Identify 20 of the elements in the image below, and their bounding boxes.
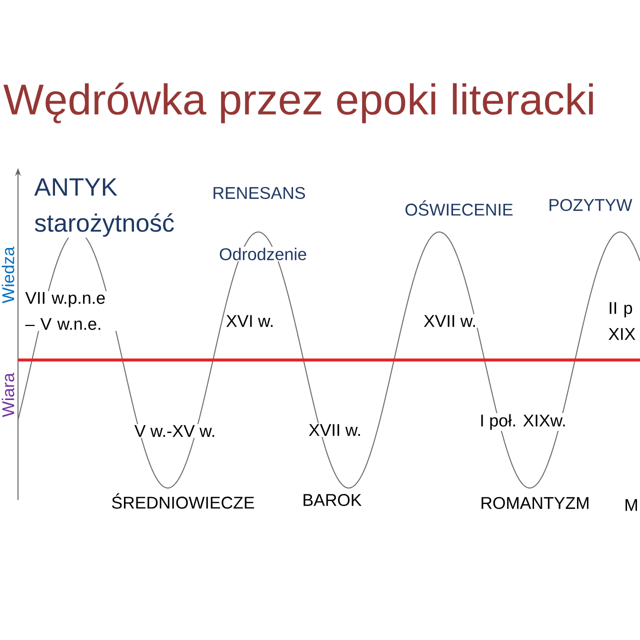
title: Wędrówka przez epoki literacki [3,82,593,124]
period-name: RENESANS [211,186,307,200]
period-name: ANTYK [33,177,119,197]
period-name: M [623,498,640,512]
axis-label: Wiara [0,372,16,418]
period-name: ŚREDNIOWIECZE [110,492,256,510]
period-name: ROMANTYZM [479,496,591,510]
axis-label: Wiedza [0,246,16,304]
date-range: II p XIX [607,301,640,341]
date-range: XVII w. [422,314,478,328]
date-range: I poł. XIXw. [478,413,568,431]
date-range: XVII w. [308,423,362,437]
date-range: VII w.p.n.e – V w.n.e. [24,291,122,331]
period-name: BAROK [301,493,363,508]
date-range: V w.-XV w. [133,424,217,438]
period-name: POZYTYW [547,198,634,212]
period-name: Odrodzenie [218,246,308,262]
date-range: XVI w. [224,314,276,328]
period-name: OŚWIECENIE [404,199,514,217]
period-name: starożytność [33,212,176,238]
